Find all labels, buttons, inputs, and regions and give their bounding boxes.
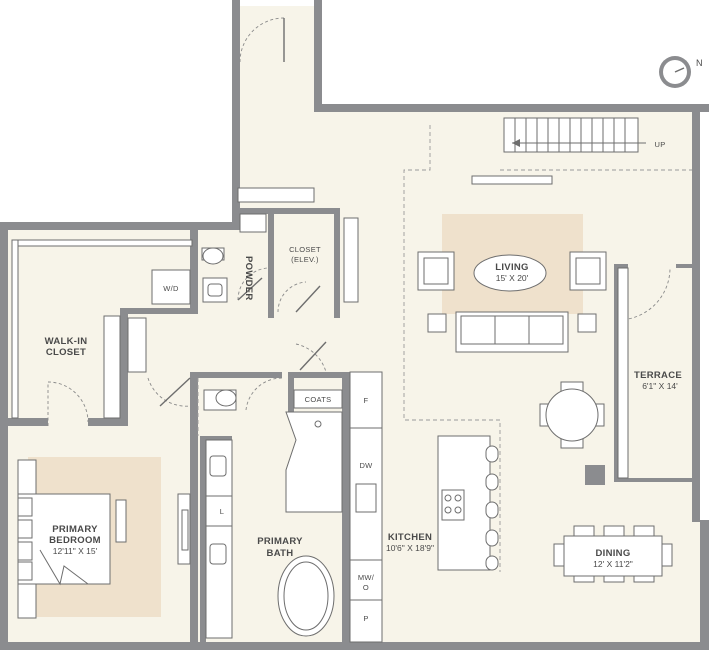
pantry-label: P [363,614,368,623]
dining-table [553,525,673,583]
dashed-boundaries [197,125,692,572]
living-label: LIVING [495,262,528,273]
dining-label: DINING [595,548,630,559]
primary-bedroom-label-line2: BEDROOM [49,535,101,546]
stairs-up-label: UP [654,140,665,149]
entry-fixtures [127,187,359,373]
compass-icon: N [659,56,703,88]
walk-in-closet-label-line1: WALK-IN [45,336,88,347]
linen-label: L [220,507,224,516]
primary-bath-label-line1: PRIMARY [257,536,303,547]
primary-bedroom-label-line1: PRIMARY [52,524,98,535]
microwave-oven-label-line1: MW/ [358,573,375,582]
staircase [503,117,646,153]
powder-label: POWDER [243,256,254,301]
living-furniture [417,175,607,353]
terrace-dims: 6'1" X 14' [642,381,678,391]
round-table [539,381,605,449]
compass-north-label: N [696,58,703,68]
walk-in-closet-label-line2: CLOSET [46,347,86,358]
closet-elev-label-line1: CLOSET [289,245,321,254]
kitchen-dims: 10'6" X 18'9" [386,543,434,553]
terrace-planter [617,267,629,479]
fridge-label: F [364,396,369,405]
living-dims: 15' X 20' [496,273,529,283]
dining-dims: 12' X 11'2" [593,559,633,569]
kitchen-fixtures [349,371,499,643]
room-labels: LIVING 15' X 20' TERRACE 6'1" X 14' KITC… [45,140,682,623]
coats-label: COATS [305,395,332,404]
dishwasher-label: DW [359,461,373,470]
terrace-label: TERRACE [634,370,682,381]
kitchen-label: KITCHEN [388,532,432,543]
microwave-oven-label-line2: O [363,583,369,592]
bath-fixtures [203,389,343,639]
apartment-floor [0,6,700,650]
primary-bedroom-dims: 12'11" X 15' [53,546,98,556]
primary-bath-label-line2: BATH [267,548,294,559]
bedroom-furniture [11,239,193,619]
doors [47,17,671,426]
washer-dryer-label: W/D [163,284,179,293]
closet-elev-label-line2: (ELEV.) [291,255,319,264]
